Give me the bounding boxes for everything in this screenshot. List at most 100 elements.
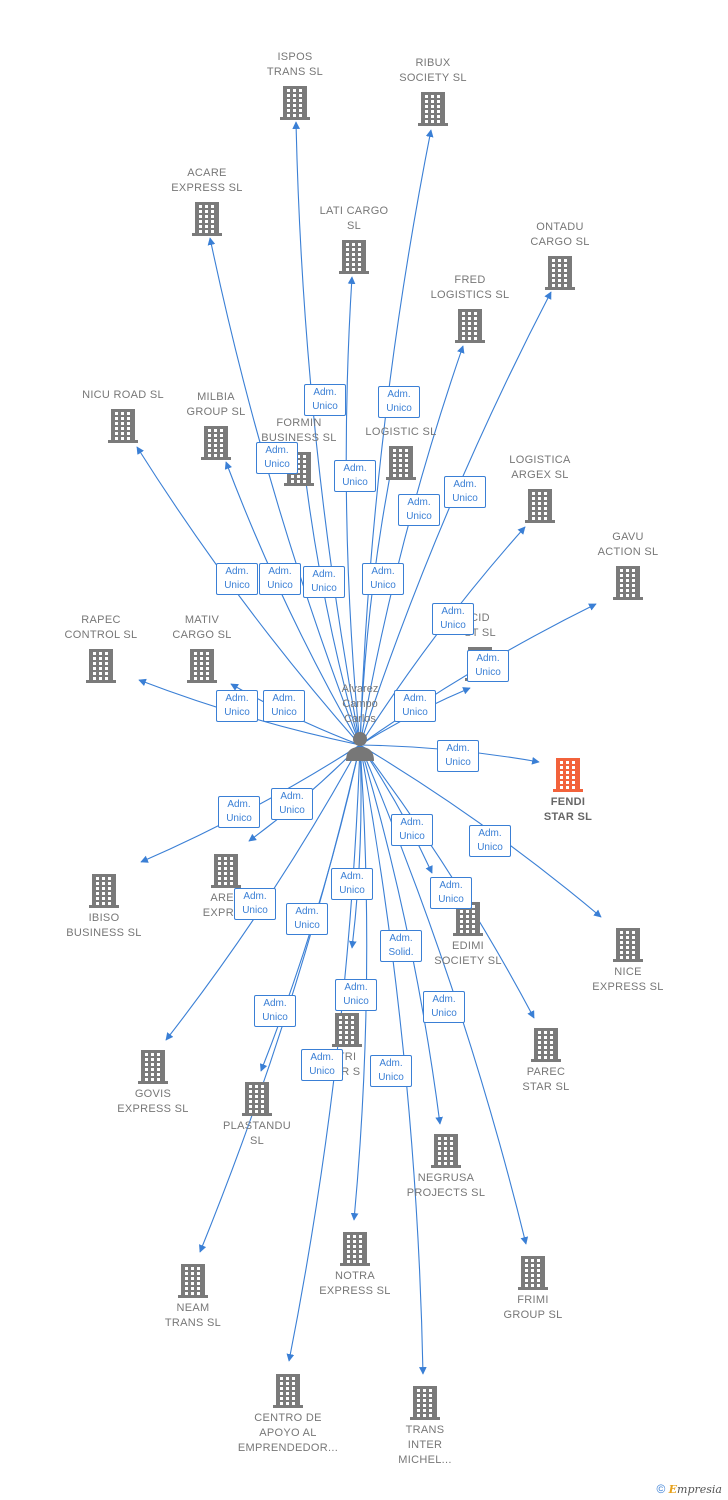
company-node-negrusa[interactable]: NEGRUSA PROJECTS SL bbox=[381, 1132, 511, 1201]
role-badge-ontadu[interactable]: Adm. Unico bbox=[444, 476, 486, 508]
company-label: LOGISTICA ARGEX SL bbox=[509, 454, 571, 481]
center-person-label: Alvarez Campo Carlos bbox=[341, 683, 379, 725]
person-icon bbox=[346, 732, 374, 761]
role-badge-ibiso[interactable]: Adm. Unico bbox=[218, 796, 260, 828]
company-node-transinter[interactable]: TRANS INTER MICHEL... bbox=[360, 1384, 490, 1468]
edge-fred bbox=[359, 345, 465, 746]
edge-nicuroad bbox=[136, 446, 361, 746]
role-badge-frimi[interactable]: Adm. Unico bbox=[423, 991, 465, 1023]
company-label: PAREC STAR SL bbox=[522, 1066, 570, 1093]
building-icon bbox=[553, 758, 583, 792]
building-icon bbox=[340, 1232, 370, 1266]
role-badge-logistic[interactable]: Adm. Unico bbox=[362, 563, 404, 595]
role-badge-edimi[interactable]: Adm. Unico bbox=[391, 814, 433, 846]
company-node-nice[interactable]: NICE EXPRESS SL bbox=[563, 926, 693, 995]
building-icon bbox=[525, 489, 555, 523]
company-label: IBISO BUSINESS SL bbox=[66, 912, 142, 939]
role-badge-ribux[interactable]: Adm. Unico bbox=[378, 386, 420, 418]
footer-brand: © Empresia bbox=[656, 1482, 722, 1496]
role-badge-cid[interactable]: Adm. Unico bbox=[394, 690, 436, 722]
company-node-ibiso[interactable]: IBISO BUSINESS SL bbox=[39, 872, 169, 941]
company-label: RAPEC CONTROL SL bbox=[64, 614, 138, 641]
building-icon bbox=[178, 1264, 208, 1298]
company-label: NEGRUSA PROJECTS SL bbox=[406, 1172, 486, 1199]
role-badge-govis[interactable]: Adm. Unico bbox=[234, 888, 276, 920]
company-label: LATI CARGO SL bbox=[319, 205, 389, 232]
building-icon bbox=[455, 309, 485, 343]
company-label: LOGISTIC SL bbox=[365, 426, 437, 438]
role-badge-mativ[interactable]: Adm. Unico bbox=[263, 690, 305, 722]
company-node-govis[interactable]: GOVIS EXPRESS SL bbox=[88, 1048, 218, 1117]
company-label: FENDI STAR SL bbox=[543, 796, 593, 823]
company-node-fred[interactable]: FRED LOGISTICS SL bbox=[405, 273, 535, 343]
role-badge-lati[interactable]: Adm. Unico bbox=[334, 460, 376, 492]
building-icon bbox=[431, 1134, 461, 1168]
role-badge-rapec[interactable]: Adm. Unico bbox=[216, 690, 258, 722]
role-badge-neam[interactable]: Adm. Unico bbox=[254, 995, 296, 1027]
company-node-ispos[interactable]: ISPOS TRANS SL bbox=[230, 50, 360, 120]
role-badge-milbia[interactable]: Adm. Unico bbox=[259, 563, 301, 595]
center-person-node[interactable]: Alvarez Campo Carlos bbox=[315, 682, 405, 767]
building-icon bbox=[613, 566, 643, 600]
role-badge-gavu[interactable]: Adm. Unico bbox=[467, 650, 509, 682]
company-node-milbia[interactable]: MILBIA GROUP SL bbox=[151, 390, 281, 460]
company-node-nicuroad[interactable]: NICU ROAD SL bbox=[58, 388, 188, 443]
company-node-notra[interactable]: NOTRA EXPRESS SL bbox=[290, 1230, 420, 1299]
building-icon bbox=[211, 854, 241, 888]
building-icon bbox=[187, 649, 217, 683]
building-icon bbox=[108, 409, 138, 443]
edge-logistic bbox=[359, 449, 398, 746]
company-label: FORMIN BUSINESS SL bbox=[261, 417, 337, 444]
edge-acare bbox=[207, 237, 361, 746]
company-node-ontadu[interactable]: ONTADU CARGO SL bbox=[495, 220, 625, 290]
company-label: RIBUX SOCIETY SL bbox=[399, 57, 467, 84]
building-icon bbox=[410, 1386, 440, 1420]
role-badge-transinter[interactable]: Adm. Unico bbox=[370, 1055, 412, 1087]
company-node-parec[interactable]: PAREC STAR SL bbox=[481, 1026, 611, 1095]
building-icon bbox=[89, 874, 119, 908]
role-badge-nicuroad[interactable]: Adm. Unico bbox=[216, 563, 258, 595]
company-node-gavu[interactable]: GAVU ACTION SL bbox=[563, 530, 693, 600]
role-badge-plastandu[interactable]: Adm. Unico bbox=[331, 868, 373, 900]
building-icon bbox=[280, 86, 310, 120]
company-label: PLASTANDU SL bbox=[223, 1120, 291, 1147]
role-badge-parec[interactable]: Adm. Unico bbox=[430, 877, 472, 909]
company-label: TRANS INTER MICHEL... bbox=[398, 1424, 452, 1466]
company-node-rapec[interactable]: RAPEC CONTROL SL bbox=[36, 613, 166, 683]
role-badge-centro[interactable]: Adm. Unico bbox=[301, 1049, 343, 1081]
company-node-plastandu[interactable]: PLASTANDU SL bbox=[192, 1080, 322, 1149]
edge-tri bbox=[349, 744, 362, 949]
company-node-mativ[interactable]: MATIV CARGO SL bbox=[137, 613, 267, 683]
building-icon bbox=[613, 928, 643, 962]
role-badge-fred[interactable]: Adm. Unico bbox=[398, 494, 440, 526]
company-node-edimi[interactable]: EDIMI SOCIETY SL bbox=[403, 900, 533, 969]
company-node-logistic[interactable]: LOGISTIC SL bbox=[336, 425, 466, 480]
company-node-fendi[interactable]: FENDI STAR SL bbox=[503, 756, 633, 825]
building-icon bbox=[418, 92, 448, 126]
company-label: FRIMI GROUP SL bbox=[503, 1294, 563, 1321]
company-node-argex[interactable]: LOGISTICA ARGEX SL bbox=[475, 453, 605, 523]
building-icon bbox=[531, 1028, 561, 1062]
role-badge-ares[interactable]: Adm. Unico bbox=[271, 788, 313, 820]
copyright-icon: © bbox=[656, 1482, 666, 1496]
role-badge-tri[interactable]: Adm. Unico bbox=[286, 903, 328, 935]
company-node-lati[interactable]: LATI CARGO SL bbox=[289, 204, 419, 274]
company-label: MATIV CARGO SL bbox=[172, 614, 232, 641]
role-badge-argex[interactable]: Adm. Unico bbox=[432, 603, 474, 635]
company-node-ribux[interactable]: RIBUX SOCIETY SL bbox=[368, 56, 498, 126]
company-node-centro[interactable]: CENTRO DE APOYO AL EMPRENDEDOR... bbox=[223, 1372, 353, 1456]
role-badge-ispos[interactable]: Adm. Unico bbox=[304, 384, 346, 416]
company-node-neam[interactable]: NEAM TRANS SL bbox=[128, 1262, 258, 1331]
role-badge-nice[interactable]: Adm. Unico bbox=[469, 825, 511, 857]
role-badge-fendi[interactable]: Adm. Unico bbox=[437, 740, 479, 772]
role-badge-formin[interactable]: Adm. Unico bbox=[303, 566, 345, 598]
role-badge-acare[interactable]: Adm. Unico bbox=[256, 442, 298, 474]
company-node-acare[interactable]: ACARE EXPRESS SL bbox=[142, 166, 272, 236]
role-badge-notra[interactable]: Adm. Unico bbox=[335, 979, 377, 1011]
building-icon bbox=[545, 256, 575, 290]
edge-formin bbox=[299, 457, 361, 746]
role-badge-negrusa[interactable]: Adm. Solid. bbox=[380, 930, 422, 962]
company-label: NEAM TRANS SL bbox=[164, 1302, 222, 1329]
company-node-frimi[interactable]: FRIMI GROUP SL bbox=[468, 1254, 598, 1323]
